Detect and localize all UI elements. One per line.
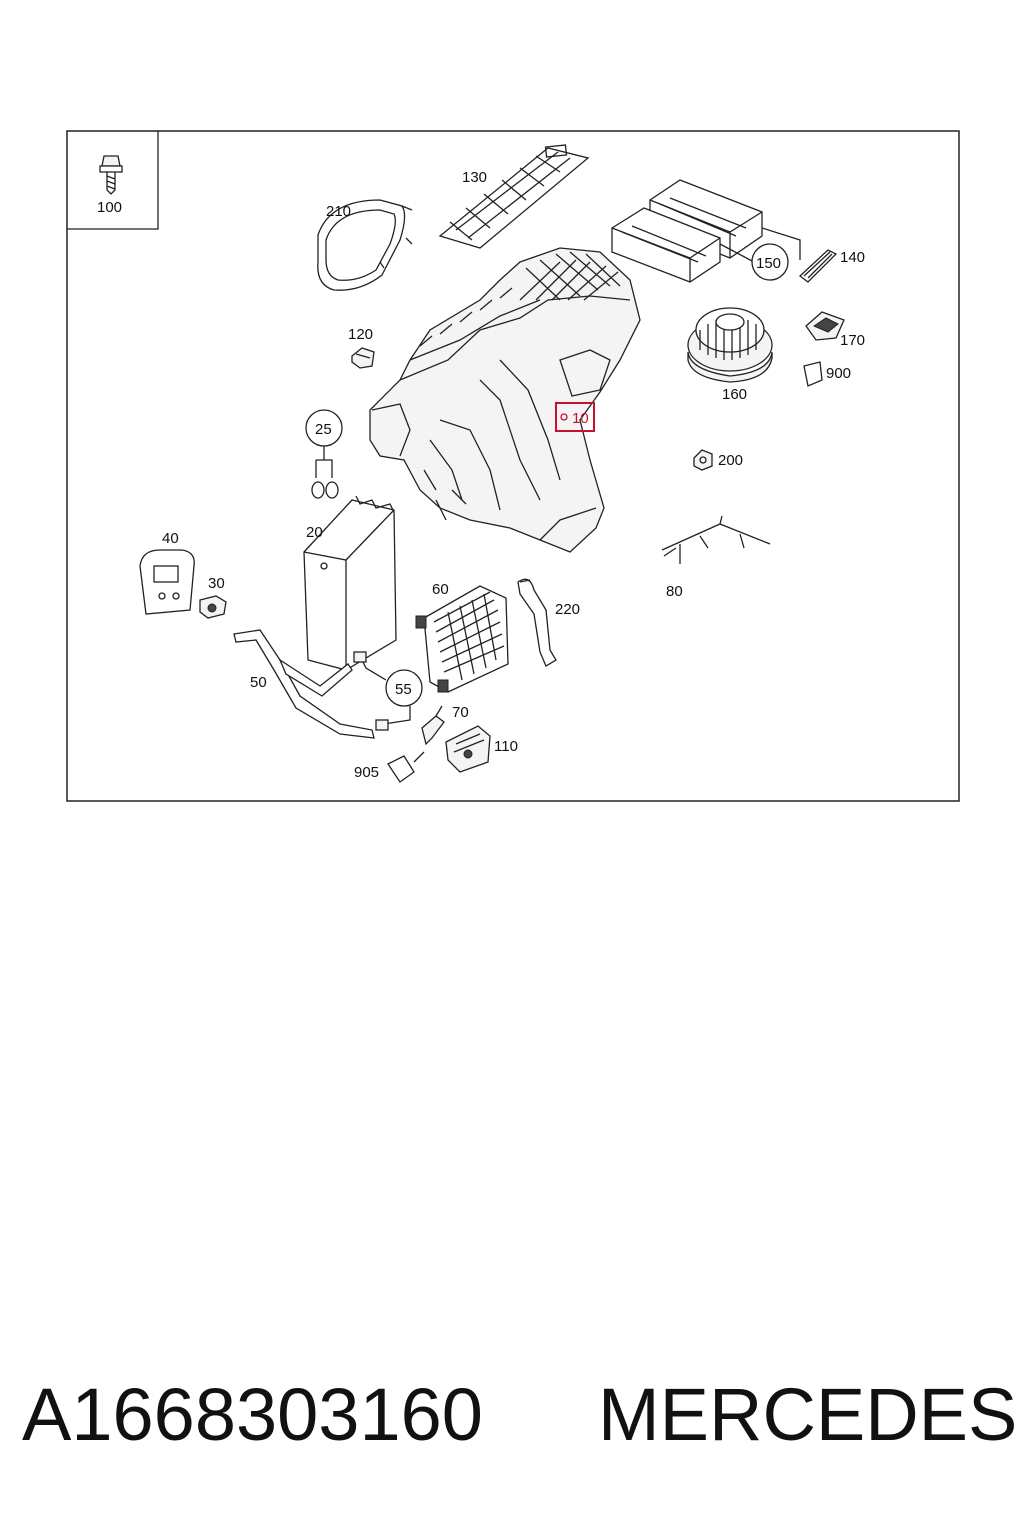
temperature-sensor-part	[421, 705, 445, 746]
gasket-part	[438, 144, 590, 249]
bolt-part	[99, 155, 123, 195]
frame-gasket-part	[317, 199, 413, 291]
callout-label: 170	[840, 332, 865, 349]
callout-label: 110	[494, 738, 518, 755]
callout-label: 900	[826, 365, 851, 382]
coolant-pipe-part	[233, 629, 375, 739]
resistor-part	[805, 311, 845, 341]
clip-part	[353, 651, 389, 731]
strip-filter-part	[798, 249, 838, 283]
callout-label: 200	[718, 452, 743, 469]
callout-label: 50	[250, 674, 267, 691]
nut-part	[693, 449, 713, 471]
part-number: A1668303160	[22, 1373, 483, 1456]
diagram-frame	[66, 130, 960, 802]
plug-part	[351, 347, 375, 369]
leader-line	[315, 446, 333, 478]
callout-label: 140	[840, 249, 865, 266]
connector-905-part	[387, 751, 425, 783]
callout-label: 80	[666, 583, 683, 600]
leader-line	[719, 227, 801, 263]
connector-part	[803, 361, 823, 387]
callout-label: 25	[315, 421, 332, 438]
control-panel-part	[139, 549, 195, 615]
callout-label: 55	[395, 681, 412, 698]
drain-hose-part	[517, 578, 557, 667]
highlight-marker	[560, 413, 568, 421]
callout-label: 100	[97, 199, 122, 216]
wiring-harness-part	[661, 515, 771, 564]
callout-label: 120	[348, 326, 373, 343]
callout-label: 160	[722, 386, 747, 403]
callout-label: 60	[432, 581, 449, 598]
callout-label: 130	[462, 169, 487, 186]
sensor-part	[199, 595, 227, 619]
callout-label: 210	[326, 203, 351, 220]
callout-label: 30	[208, 575, 225, 592]
callout-label-highlighted: 10	[572, 410, 589, 427]
cabin-filter-part	[611, 179, 763, 283]
inset-box	[67, 131, 159, 230]
hvac-housing-part	[369, 247, 641, 553]
callout-label: 40	[162, 530, 179, 547]
blower-motor-part	[687, 307, 773, 383]
evaporator-part	[303, 495, 397, 671]
callout-label: 20	[306, 524, 323, 541]
callout-label: 220	[555, 601, 580, 618]
brand-name: MERCEDES	[598, 1373, 1018, 1456]
actuator-motor-part	[445, 725, 491, 773]
callout-circle	[385, 669, 423, 707]
highlight-box	[555, 402, 595, 432]
callout-label: 905	[354, 764, 379, 781]
callout-label: 150	[756, 255, 781, 272]
heater-core-part	[415, 585, 509, 693]
o-ring-part	[311, 481, 339, 499]
callout-circle	[751, 243, 789, 281]
callout-label: 70	[452, 704, 469, 721]
